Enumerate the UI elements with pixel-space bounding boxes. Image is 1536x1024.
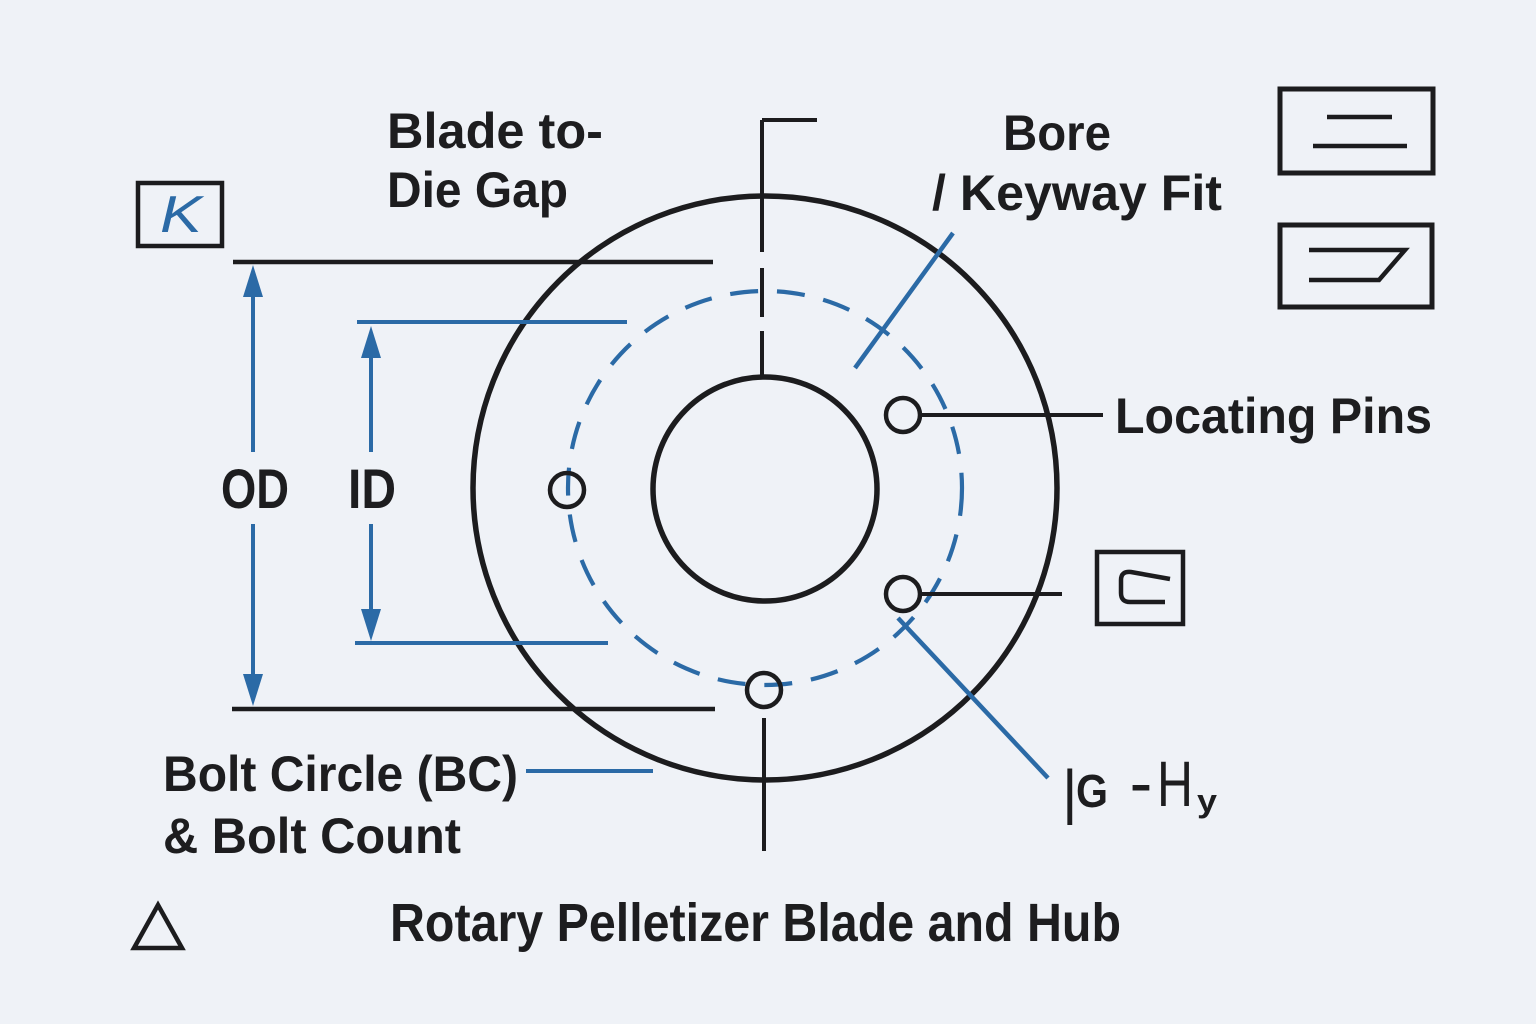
symbol-box-frame: [1094, 549, 1186, 627]
figure-caption: Rotary Pelletizer Blade and Hub: [390, 893, 1121, 953]
od-label: OD: [221, 457, 289, 520]
id-arrowhead-up: [361, 326, 381, 358]
od-dimension-arrow: [243, 265, 263, 706]
id-arrowhead-down: [361, 609, 381, 641]
locating-pin-bottom: [744, 670, 784, 710]
datum-reference-h: H: [1157, 748, 1193, 820]
locating-pins-label: Locating Pins: [1115, 388, 1432, 444]
datum-reference-bar: |: [1062, 758, 1078, 825]
datum-reference-leader-line: [896, 616, 1050, 780]
blade-to-die-gap-label-line2: Die Gap: [387, 162, 568, 218]
callout-texts: Blade to- Die Gap Bore / Keyway Fit Loca…: [163, 103, 1432, 953]
id-dimension-arrow: [361, 326, 381, 641]
bolt-circle-label-line2: & Bolt Count: [163, 808, 461, 864]
locating-pins-group: [547, 395, 923, 710]
bore-circle: [650, 374, 880, 604]
bore-keyway-label-line2: / Keyway Fit: [932, 165, 1222, 221]
bore-keyway-label-line1: Bore: [1003, 105, 1111, 161]
taper-icon: [1309, 247, 1410, 283]
locating-pin-left: [547, 470, 587, 510]
symbol-box-frame: [1277, 222, 1435, 310]
datum-reference-subscript: y: [1197, 783, 1217, 819]
datum-k-box: [135, 180, 225, 249]
id-label: ID: [348, 457, 396, 520]
keyway-profile-icon: [1118, 569, 1171, 605]
datum-reference-g: G: [1076, 765, 1108, 817]
blade-to-die-gap-label-line1: Blade to-: [387, 103, 603, 159]
symbol-box-frame: [1277, 86, 1436, 176]
parallel-lines-symbol-box: [1277, 86, 1436, 176]
od-arrowhead-up: [243, 265, 263, 297]
bolt-circle-label-line1: Bolt Circle (BC): [163, 746, 518, 802]
bore-keyway-leader-line: [853, 231, 955, 370]
datum-reference-dash: -: [1130, 758, 1152, 810]
bolt-circle-dashed: [565, 288, 965, 688]
locating-pin-top-right: [883, 395, 923, 435]
datum-k-icon: K: [160, 186, 205, 244]
keyway-profile-symbol-box: [1094, 549, 1186, 627]
od-arrowhead-down: [243, 674, 263, 706]
datum-reference-label: | G - H y: [1062, 748, 1217, 825]
triangle-marker-icon: [130, 900, 186, 951]
datum-k-frame: K: [135, 180, 225, 249]
locating-pin-bottom-right: [883, 574, 923, 614]
taper-symbol-box: [1277, 222, 1435, 310]
top-centerline: [760, 118, 817, 377]
